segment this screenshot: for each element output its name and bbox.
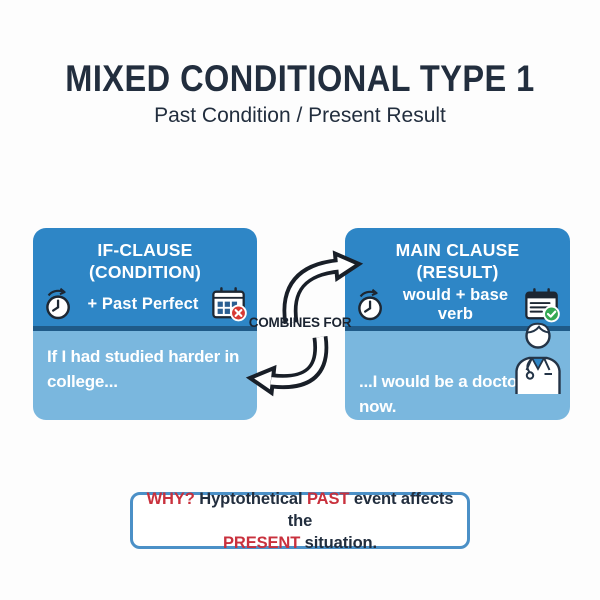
main-clause-example: ...I would be a doctor now. — [345, 322, 570, 420]
why-text-line: PRESENT situation. — [222, 533, 378, 552]
main-clause-header: MAIN CLAUSE (RESULT) would + base verb — [345, 228, 570, 331]
why-explanation-box: WHY? Hyptothetical PAST event affects th… — [130, 490, 470, 552]
if-clause-box: IF-CLAUSE (CONDITION) + Past Perfect — [33, 228, 257, 420]
if-clause-header: IF-CLAUSE (CONDITION) + Past Perfect — [33, 228, 257, 331]
if-clause-heading: IF-CLAUSE (CONDITION) — [88, 240, 202, 282]
doctor-icon — [515, 322, 561, 394]
calendar-check-icon — [525, 288, 560, 323]
page-title: MIXED CONDITIONAL TYPE 1 — [65, 58, 535, 99]
if-clause-formula: + Past Perfect — [87, 294, 199, 313]
arrow-to-condition-icon — [245, 335, 329, 397]
clock-history-icon — [358, 288, 382, 321]
combines-for-label: COMBINES FOR — [248, 315, 352, 330]
clock-history-icon — [46, 287, 70, 320]
if-clause-formula-row: + Past Perfect — [33, 286, 257, 322]
page-subtitle: Past Condition / Present Result — [154, 104, 446, 127]
why-text-line: WHY? Hyptothetical PAST event affects th… — [146, 489, 454, 530]
main-clause-heading: MAIN CLAUSE (RESULT) — [395, 240, 520, 282]
if-clause-example: If I had studied harder in college... — [33, 331, 257, 420]
main-clause-box: MAIN CLAUSE (RESULT) would + base verb — [345, 228, 570, 420]
main-clause-formula: would + base verb — [402, 286, 509, 323]
main-clause-example-text: ...I would be a doctor now. — [359, 372, 524, 416]
main-clause-formula-row: would + base verb — [345, 286, 570, 324]
calendar-x-icon — [212, 287, 247, 322]
